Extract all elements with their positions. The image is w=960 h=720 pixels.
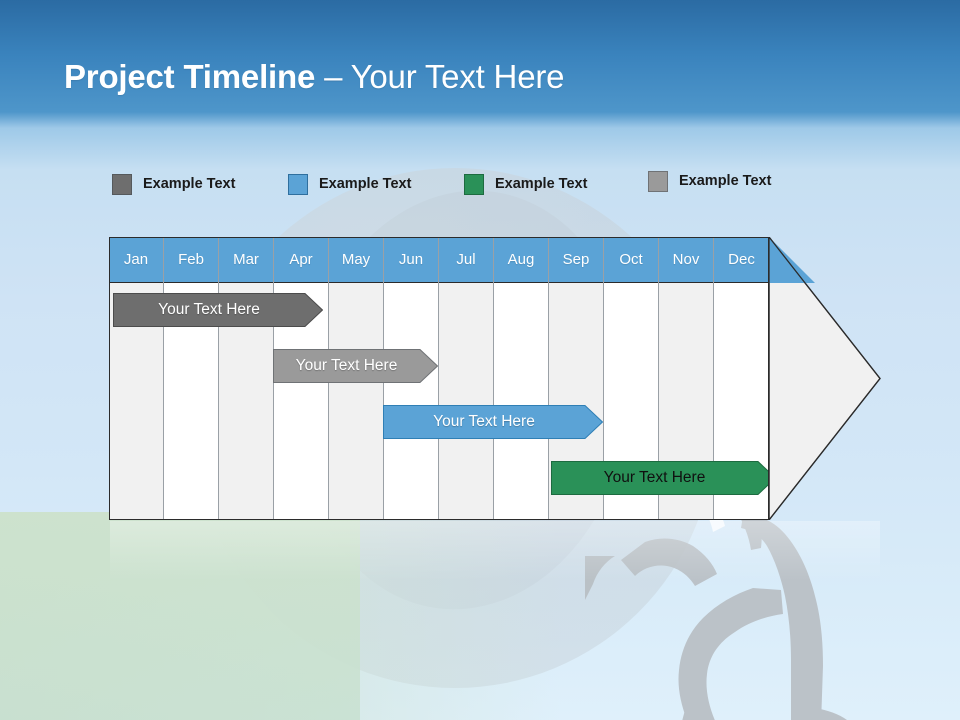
timeline-bar-1[interactable]: Your Text Here [113, 293, 323, 327]
timeline-column-jul: Jul [439, 237, 494, 520]
legend-swatch-1 [112, 173, 132, 195]
legend-item-4[interactable]: Example Text [648, 168, 771, 194]
timeline-column-mar: Mar [219, 237, 274, 520]
legend-label-3: Example Text [495, 176, 588, 192]
month-header-mar[interactable]: Mar [219, 237, 273, 283]
month-header-nov[interactable]: Nov [659, 237, 713, 283]
timeline-arrow-head [769, 237, 881, 520]
legend-item-1[interactable]: Example Text [112, 171, 235, 197]
timeline-bar-shape-4 [551, 461, 776, 495]
timeline-column-aug: Aug [494, 237, 549, 520]
legend-swatch-2 [288, 173, 308, 195]
timeline-bar-shape-1 [113, 293, 323, 327]
month-header-feb[interactable]: Feb [164, 237, 218, 283]
legend-label-1: Example Text [143, 176, 236, 192]
month-header-may[interactable]: May [329, 237, 383, 283]
timeline-bar-4[interactable]: Your Text Here [551, 461, 776, 495]
page-title-light: – Your Text Here [315, 58, 565, 95]
month-header-oct[interactable]: Oct [604, 237, 658, 283]
page-title-bold: Project Timeline [64, 58, 316, 95]
timeline-column-feb: Feb [164, 237, 219, 520]
timeline-bar-3[interactable]: Your Text Here [383, 405, 603, 439]
legend-item-3[interactable]: Example Text [464, 171, 587, 197]
background-person-silhouette [585, 470, 915, 720]
month-header-jun[interactable]: Jun [384, 237, 438, 283]
month-header-apr[interactable]: Apr [274, 237, 328, 283]
legend-swatch-3 [464, 173, 484, 195]
month-header-dec[interactable]: Dec [714, 237, 769, 283]
timeline-column-jan: Jan [109, 237, 164, 520]
legend-label-2: Example Text [319, 176, 412, 192]
legend-swatch-4 [648, 170, 668, 192]
background-ground-green [0, 512, 360, 720]
legend-label-4: Example Text [679, 173, 772, 189]
legend-item-2[interactable]: Example Text [288, 171, 411, 197]
month-header-sep[interactable]: Sep [549, 237, 603, 283]
timeline-bar-2[interactable]: Your Text Here [273, 349, 438, 383]
legend: Example Text Example Text Example Text Exam… [112, 168, 832, 198]
month-header-jul[interactable]: Jul [439, 237, 493, 283]
month-header-jan[interactable]: Jan [109, 237, 163, 283]
timeline-bar-shape-3 [383, 405, 603, 439]
page-title: Project Timeline – Your Text Here [64, 58, 564, 96]
month-header-aug[interactable]: Aug [494, 237, 548, 283]
timeline-bar-shape-2 [273, 349, 438, 383]
